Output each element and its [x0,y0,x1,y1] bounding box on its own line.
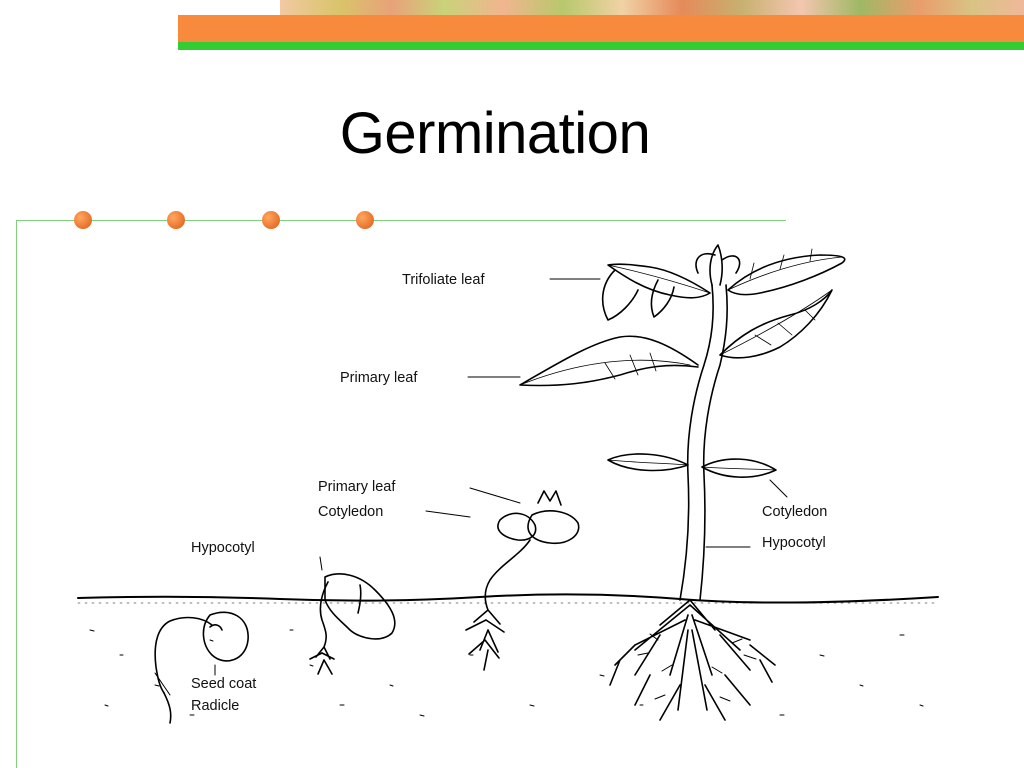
bullet-dot-icon [74,211,92,229]
seedling-stage-4 [519,244,846,721]
banner-orange-bar [178,15,1024,42]
label-hypocotyl-left: Hypocotyl [191,540,255,556]
frame-line-left [16,220,17,768]
soil-texture [89,629,924,717]
label-primary-leaf-top: Primary leaf [340,370,418,386]
slide-title: Germination [339,101,651,166]
label-primary-leaf-mid: Primary leaf [318,479,396,495]
seed-stage-1 [154,611,249,724]
label-cotyledon-mid: Cotyledon [318,504,383,520]
banner-photo-strip [280,0,1024,15]
label-cotyledon-right: Cotyledon [762,504,827,520]
seed-stage-2 [309,573,396,675]
bullet-dot-icon [356,211,374,229]
seed-stage-3 [465,490,580,671]
header-banner [178,0,1024,52]
bullet-dot-icon [262,211,280,229]
germination-diagram: Trifoliate leaf Primary leaf Primary lea… [77,244,939,724]
label-seed-coat: Seed coat [191,676,256,692]
label-trifoliate-leaf: Trifoliate leaf [402,272,485,288]
diagram-labels: Trifoliate leaf Primary leaf Primary lea… [191,272,827,714]
soil-surface [77,593,939,604]
bullet-dot-icon [167,211,185,229]
label-radicle: Radicle [191,698,239,714]
label-leader-lines [154,278,788,696]
frame-line-top [16,220,786,221]
banner-green-bar [178,42,1024,50]
label-hypocotyl-right: Hypocotyl [762,535,826,551]
